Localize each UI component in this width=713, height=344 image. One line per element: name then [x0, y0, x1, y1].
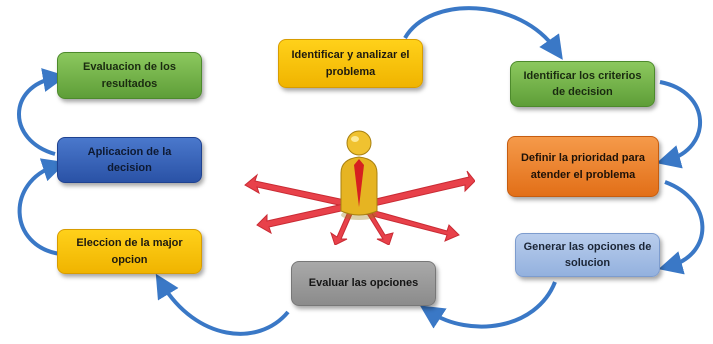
person-figure: [340, 130, 378, 220]
step-identificar-problema-label: Identificar y analizar el problema: [291, 49, 410, 78]
red-arrows: [244, 170, 475, 245]
arrow-problem-to-criteria: [403, 6, 563, 60]
arrow-priority-to-options: [658, 180, 705, 275]
arrow-criteria-to-priority: [656, 80, 703, 169]
arrow-application-to-results: [17, 68, 67, 156]
step-generar-opciones-label: Generar las opciones de solucion: [523, 240, 652, 270]
step-evaluar-opciones-label: Evaluar las opciones: [308, 277, 419, 290]
step-identificar-criterios-label: Identificar los criterios de decision: [523, 69, 642, 99]
step-evaluacion-label: Evaluacion de los resultados: [83, 61, 176, 90]
step-evaluar-opciones: Evaluar las opciones: [291, 261, 436, 306]
step-aplicacion-label: Aplicacion de la decision: [87, 145, 172, 175]
step-eleccion: Eleccion de la major opcion: [57, 229, 202, 274]
step-identificar-criterios: Identificar los criterios de decision: [510, 61, 655, 107]
arrow-options-to-evaluate: [419, 281, 557, 329]
center-illustration: [244, 130, 475, 245]
step-evaluacion: Evaluacion de los resultados: [57, 52, 202, 99]
arrow-choice-to-application: [17, 158, 67, 256]
step-identificar-problema: Identificar y analizar el problema: [278, 39, 423, 88]
step-generar-opciones: Generar las opciones de solucion: [515, 233, 660, 277]
step-definir-prioridad-label: Definir la prioridad para atender el pro…: [520, 152, 646, 181]
arrow-evaluate-to-choice: [155, 273, 290, 336]
step-eleccion-label: Eleccion de la major opcion: [76, 237, 183, 266]
step-aplicacion: Aplicacion de la decision: [57, 137, 202, 183]
step-definir-prioridad: Definir la prioridad para atender el pro…: [507, 136, 659, 197]
